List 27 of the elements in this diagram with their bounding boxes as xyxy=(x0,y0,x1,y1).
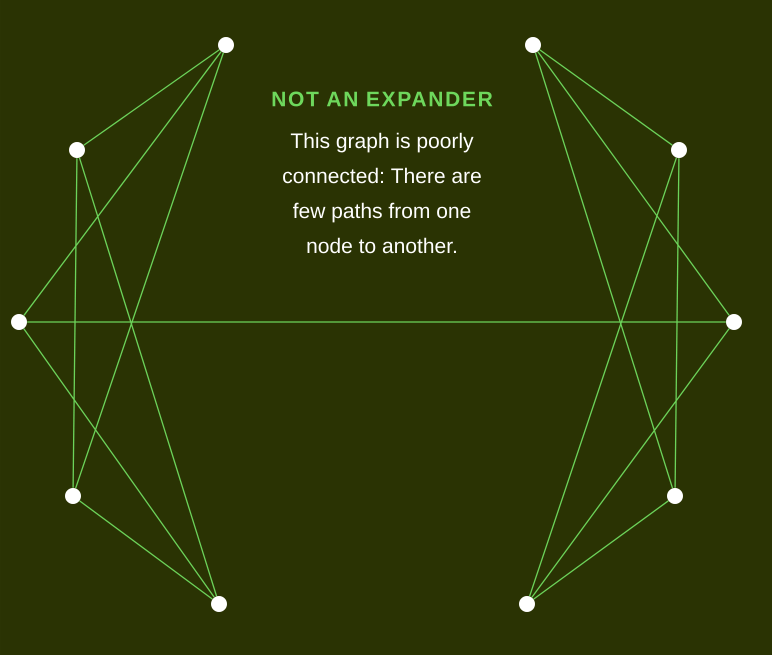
edge-line xyxy=(83,49,220,146)
edge-line xyxy=(75,52,224,488)
edge-line xyxy=(27,321,726,323)
edge-line xyxy=(78,158,218,596)
edge-line xyxy=(533,500,669,600)
edge-line xyxy=(72,158,78,488)
edge-line xyxy=(674,158,680,488)
node-dot xyxy=(519,596,535,612)
edge-line xyxy=(537,51,730,316)
edge-line xyxy=(534,52,674,488)
node-dot xyxy=(211,596,227,612)
edge-line xyxy=(23,51,222,316)
description-text: This graph is poorly connected: There are few paths from one node to another. xyxy=(283,132,481,254)
edge-line xyxy=(539,49,673,146)
node-dot xyxy=(65,488,81,504)
node-dot xyxy=(671,142,687,158)
edge-line xyxy=(528,158,678,596)
edge-line xyxy=(79,500,213,600)
node-dot xyxy=(726,314,742,330)
title: NOT AN EXPANDER xyxy=(272,92,492,106)
node-dot xyxy=(667,488,683,504)
node-dot xyxy=(525,37,541,53)
node-dot xyxy=(11,314,27,330)
node-dot xyxy=(69,142,85,158)
edge-line xyxy=(23,328,215,598)
edge-line xyxy=(531,328,730,598)
node-dot xyxy=(218,37,234,53)
